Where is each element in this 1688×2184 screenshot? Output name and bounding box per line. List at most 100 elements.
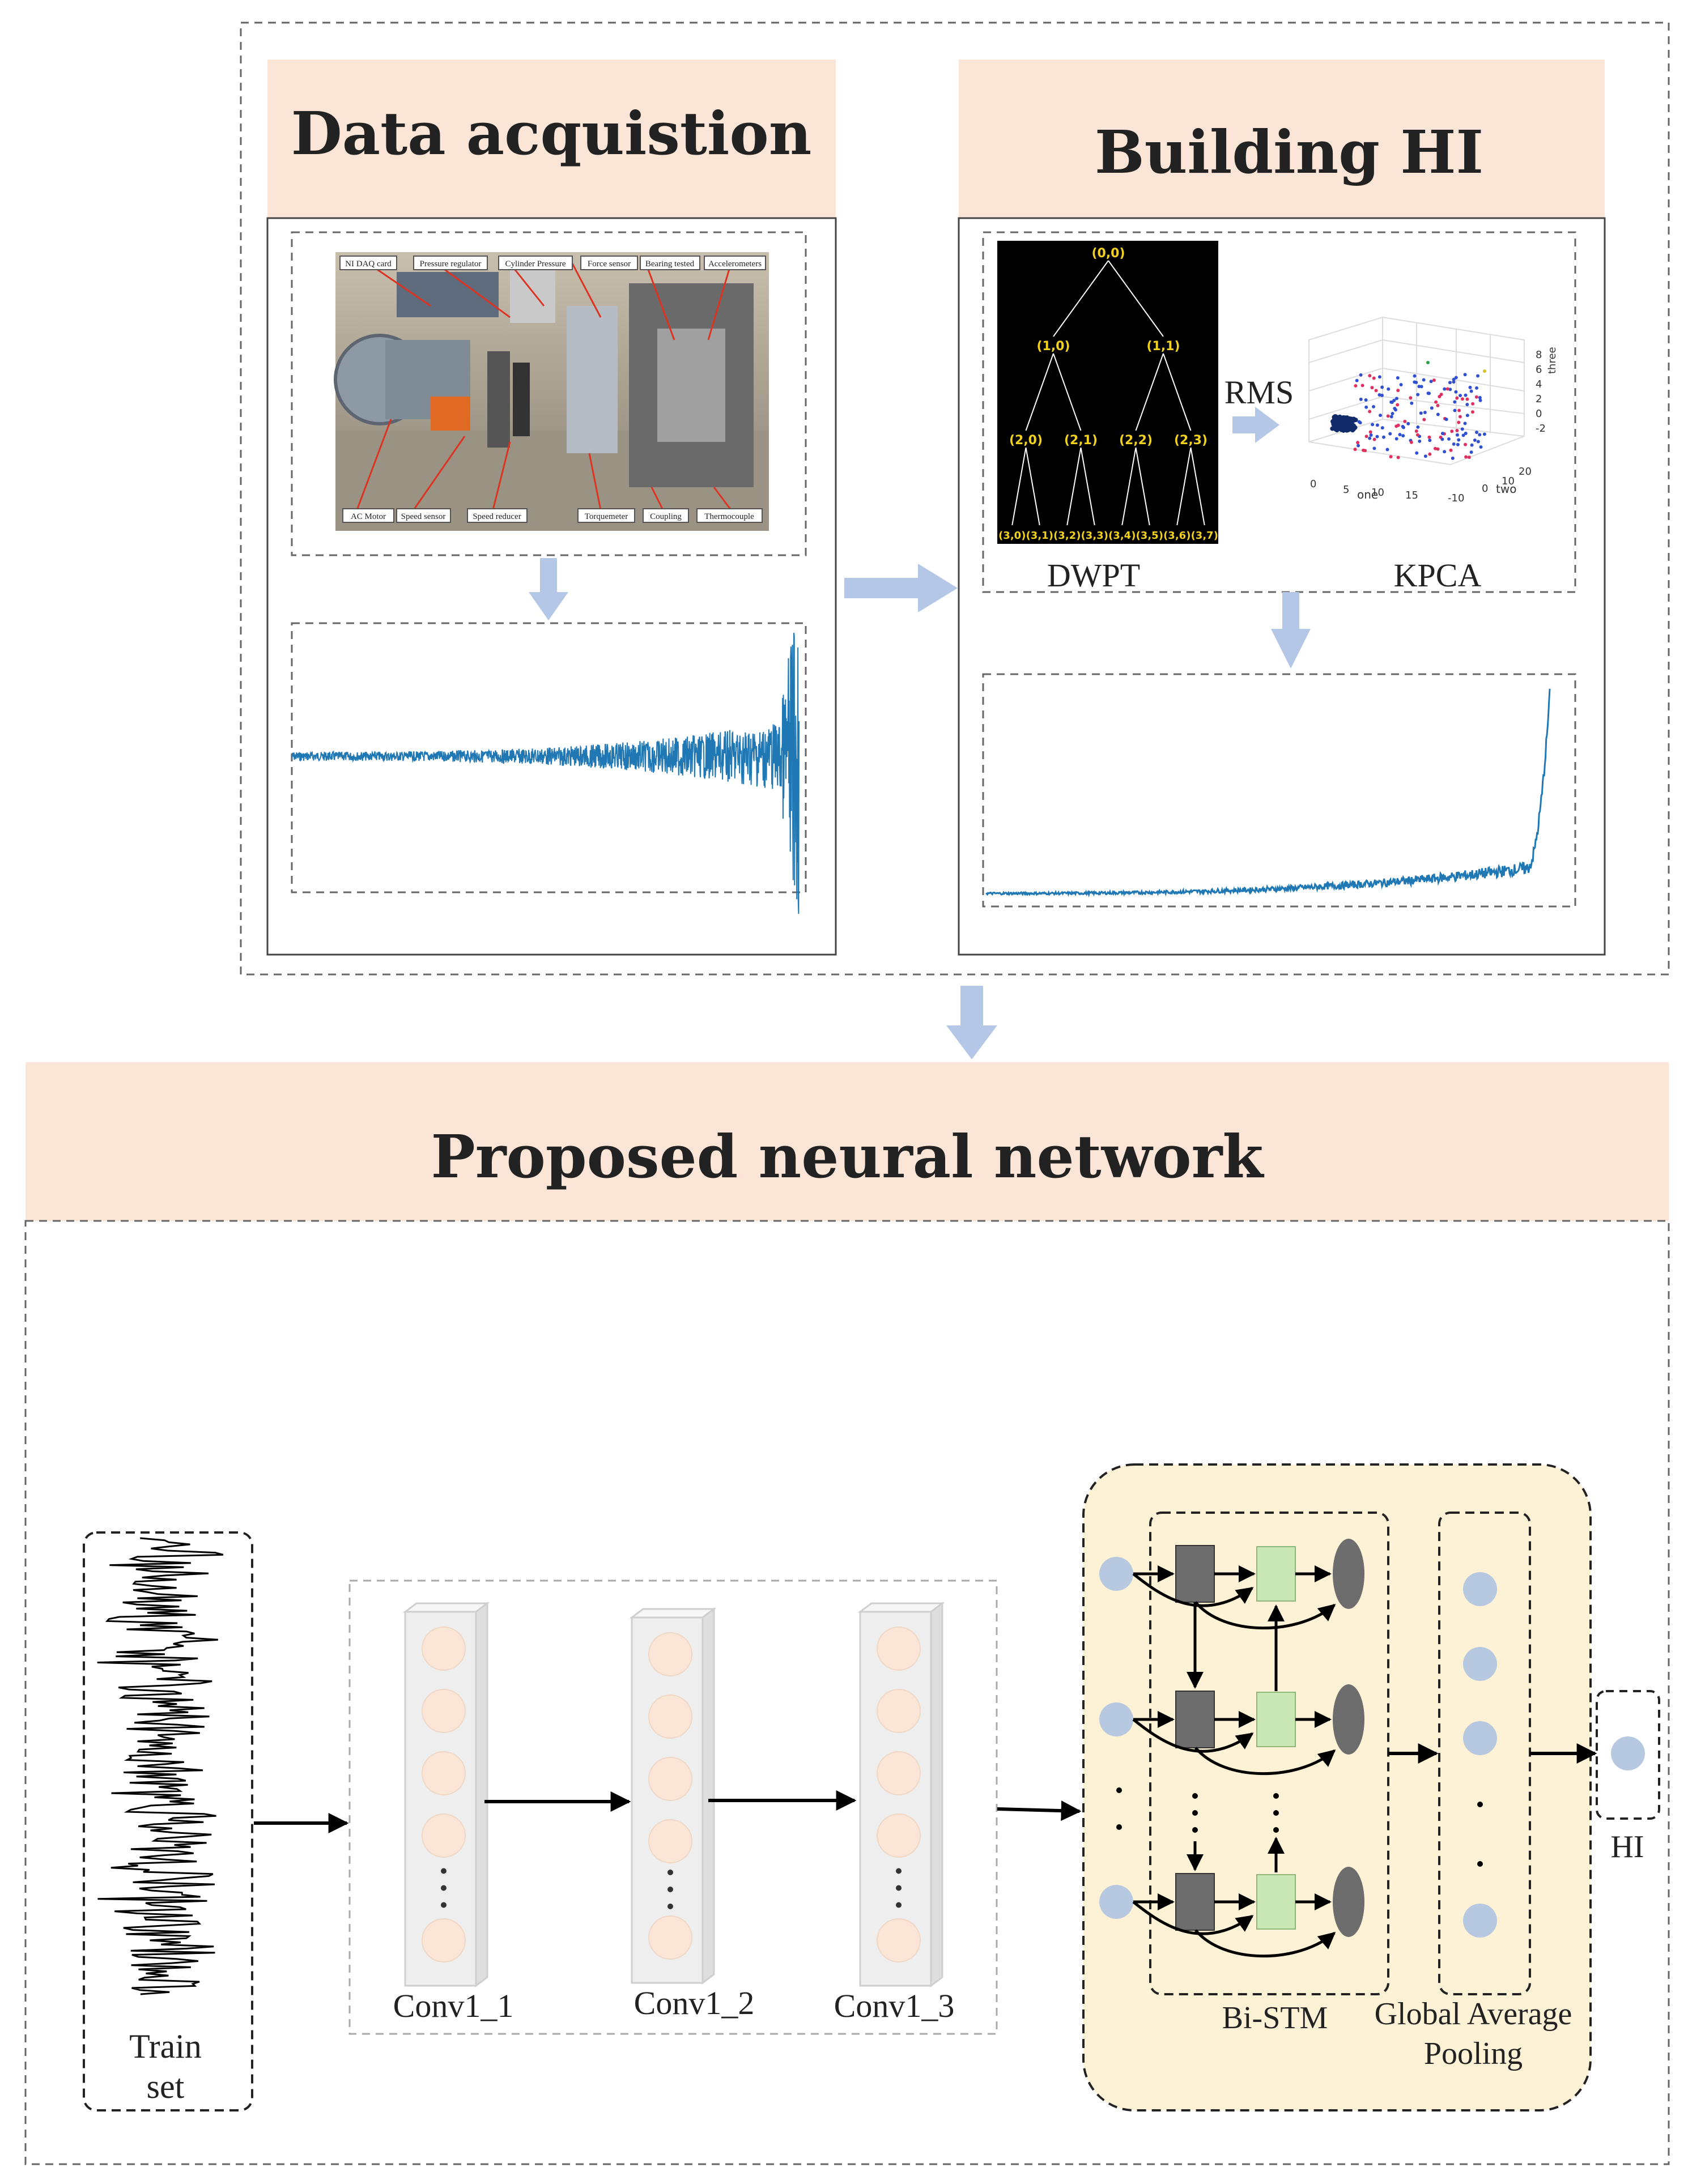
tree-edge	[1011, 447, 1027, 526]
kpca-point	[1434, 400, 1438, 404]
tree-node-label: (3,7)	[1191, 530, 1218, 542]
kpca-point	[1455, 396, 1459, 400]
kpca-point	[1353, 448, 1357, 452]
test-rig-photo: NI DAQ card Pressure regulator Cylinder …	[334, 252, 769, 531]
kpca-point	[1413, 380, 1417, 384]
kpca-point	[1469, 389, 1473, 393]
kpca-point	[1422, 418, 1426, 422]
kpca-point	[1448, 381, 1452, 385]
kpca-point	[1478, 433, 1482, 437]
svg-text:Speed sensor: Speed sensor	[401, 512, 446, 521]
conv-column-2	[629, 1607, 717, 1985]
conv-layers-frame	[348, 1580, 998, 2035]
kpca-point	[1464, 393, 1468, 397]
kpca-point	[1354, 384, 1358, 388]
conv-column-1	[402, 1602, 490, 1987]
kpca-point	[1482, 432, 1486, 436]
test-rig-photo-frame	[291, 231, 807, 556]
conv-node	[422, 1813, 466, 1858]
kpca-point	[1457, 438, 1461, 442]
ellipsis-dot	[667, 1904, 673, 1909]
input-node	[1099, 1885, 1133, 1919]
lstm-gap-panel	[1082, 1463, 1592, 2111]
kpca-point	[1396, 376, 1400, 380]
kpca-point	[1428, 452, 1432, 456]
tree-edge	[1121, 447, 1137, 526]
kpca-point	[1475, 386, 1479, 390]
conv-node	[877, 1751, 921, 1795]
gap-nodes	[1463, 1572, 1497, 1938]
kpca-point	[1423, 411, 1427, 415]
ellipsis-dot	[667, 1887, 673, 1892]
kpca-point	[1377, 393, 1381, 397]
tree-edge	[1053, 260, 1109, 337]
svg-text:0: 0	[1310, 478, 1316, 490]
kpca-point	[1340, 418, 1345, 423]
svg-text:Torquemeter: Torquemeter	[585, 512, 628, 521]
kpca-point	[1362, 448, 1366, 452]
svg-text:8: 8	[1536, 349, 1542, 361]
tree-node-label: (3,4)	[1108, 530, 1136, 542]
kpca-point	[1374, 389, 1378, 393]
gap-node	[1463, 1572, 1497, 1606]
kpca-point	[1372, 437, 1376, 441]
kpca-scatter: one two three 0 5 10 15 -10 0 10 20 8 6 …	[1308, 316, 1558, 504]
svg-text:Speed reducer: Speed reducer	[473, 512, 521, 521]
tree-edge	[1190, 447, 1205, 526]
kpca-point	[1460, 427, 1464, 431]
backward-cell	[1256, 1692, 1296, 1747]
kpca-point	[1372, 446, 1376, 450]
conv1-2-label: Conv1_2	[634, 1985, 755, 2021]
kpca-point	[1415, 451, 1419, 455]
tree-node-label: (3,1)	[1026, 530, 1053, 542]
arrow-conv-to-lstm	[997, 1800, 1082, 1821]
kpca-point	[1451, 456, 1455, 460]
kpca-point	[1454, 376, 1458, 380]
svg-text:Force sensor: Force sensor	[588, 259, 631, 269]
svg-text:Cylinder Pressure: Cylinder Pressure	[505, 259, 565, 269]
tree-node-label: (2,3)	[1174, 433, 1207, 448]
kpca-point	[1375, 423, 1379, 427]
kpca-point	[1356, 441, 1360, 445]
tree-node-label: (3,5)	[1136, 530, 1163, 542]
ellipsis-dot	[441, 1885, 447, 1891]
kpca-point	[1450, 429, 1454, 433]
kpca-point	[1418, 439, 1422, 443]
kpca-point	[1388, 432, 1392, 436]
input-node	[1099, 1702, 1133, 1736]
vibration-waveform	[291, 632, 800, 914]
ellipsis-dot	[1116, 1824, 1122, 1830]
kpca-point	[1465, 403, 1469, 407]
kpca-point	[1380, 385, 1384, 389]
kpca-point	[1371, 423, 1375, 427]
bistm-row-3	[1099, 1867, 1364, 1958]
ellipsis-dot	[1477, 1861, 1483, 1867]
conv1-3-label: Conv1_3	[834, 1987, 955, 2024]
kpca-point	[1422, 378, 1426, 382]
forward-cell	[1175, 1691, 1215, 1748]
gap-node	[1463, 1721, 1497, 1755]
svg-text:10: 10	[1371, 487, 1384, 499]
kpca-point	[1453, 400, 1457, 404]
output-node	[1333, 1867, 1364, 1937]
gap-label-line2: Pooling	[1424, 2036, 1523, 2071]
tree-edge	[1025, 353, 1054, 431]
ellipsis-dot	[896, 1902, 902, 1908]
ellipsis-dot	[441, 1868, 447, 1874]
kpca-point	[1436, 403, 1440, 407]
tree-edge	[1066, 447, 1082, 526]
kpca-point	[1436, 447, 1440, 451]
kpca-point	[1452, 442, 1456, 446]
conv-layers	[402, 1602, 945, 1987]
kpca-label: KPCA	[1394, 557, 1482, 594]
kpca-point	[1471, 402, 1475, 406]
hi-curve	[985, 688, 1551, 898]
kpca-point	[1433, 446, 1437, 450]
conv-node	[877, 1813, 921, 1858]
kpca-point	[1370, 386, 1374, 390]
kpca-point	[1465, 414, 1469, 418]
kpca-point	[1333, 419, 1338, 424]
kpca-point	[1368, 374, 1372, 378]
tree-node-label: (2,2)	[1119, 433, 1153, 448]
kpca-point	[1364, 435, 1368, 438]
